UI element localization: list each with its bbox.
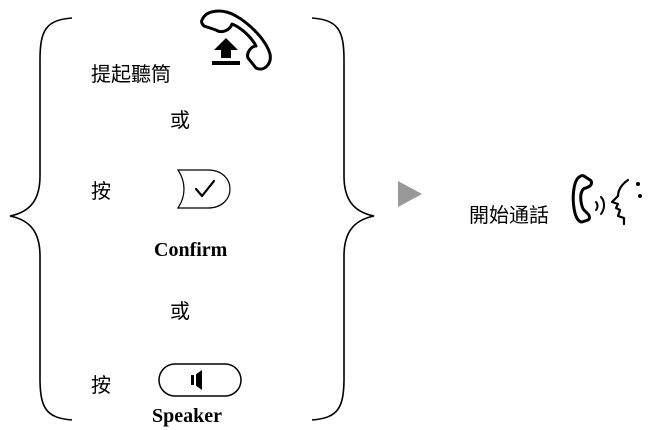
handset-lift-icon <box>200 9 272 71</box>
confirm-button-icon <box>176 169 231 209</box>
speaker-button-icon <box>158 363 242 397</box>
or-text-2: 或 <box>170 299 190 323</box>
press-text-2: 按 <box>91 373 111 397</box>
confirm-label: Confirm <box>154 239 228 261</box>
start-call-text: 開始通話 <box>469 203 549 227</box>
lift-handset-text: 提起聽筒 <box>91 62 171 86</box>
press-text-1: 按 <box>91 179 111 203</box>
talking-handset-icon <box>571 174 642 226</box>
speaker-label: Speaker <box>152 405 222 427</box>
play-arrow-icon <box>398 181 422 207</box>
or-text-1: 或 <box>170 108 190 132</box>
